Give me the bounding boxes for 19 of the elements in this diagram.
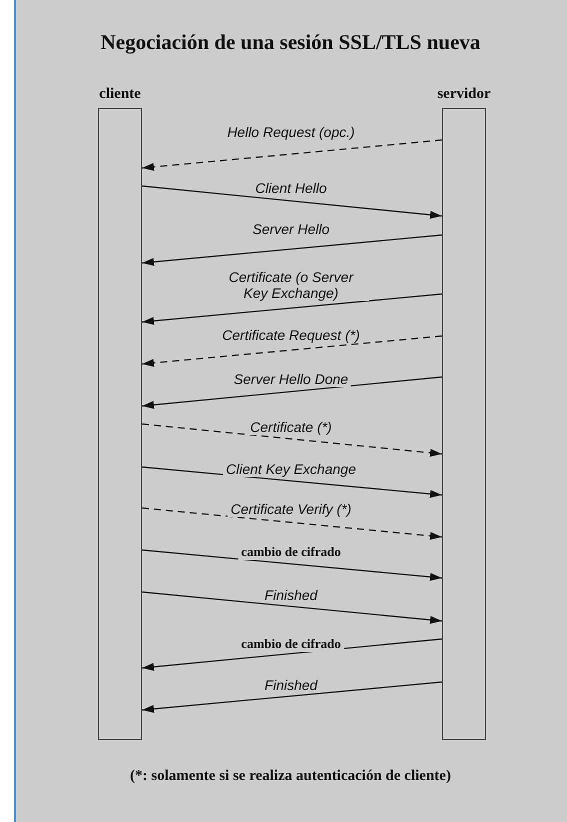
arrow (142, 681, 442, 713)
edge-label: Finished (262, 587, 320, 603)
lifeline-label: cliente (99, 86, 141, 103)
dashed-arrow (142, 423, 442, 457)
lifeline-label: servidor (437, 86, 491, 103)
arrow (142, 185, 442, 219)
arrow (142, 293, 442, 325)
diagram-title: Negociación de una sesión SSL/TLS nueva (100, 30, 482, 55)
arrow (142, 376, 442, 409)
edge-label: Finished (262, 677, 320, 693)
arrow (142, 591, 442, 624)
arrow (142, 638, 442, 671)
dashed-arrow (142, 335, 442, 367)
arrow (142, 234, 442, 266)
arrow (142, 466, 442, 498)
arrow (142, 549, 442, 581)
dashed-arrow (142, 139, 442, 171)
dashed-arrow (142, 507, 442, 540)
footnote: (*: solamente si se realiza autenticación de cliente) (129, 768, 452, 785)
